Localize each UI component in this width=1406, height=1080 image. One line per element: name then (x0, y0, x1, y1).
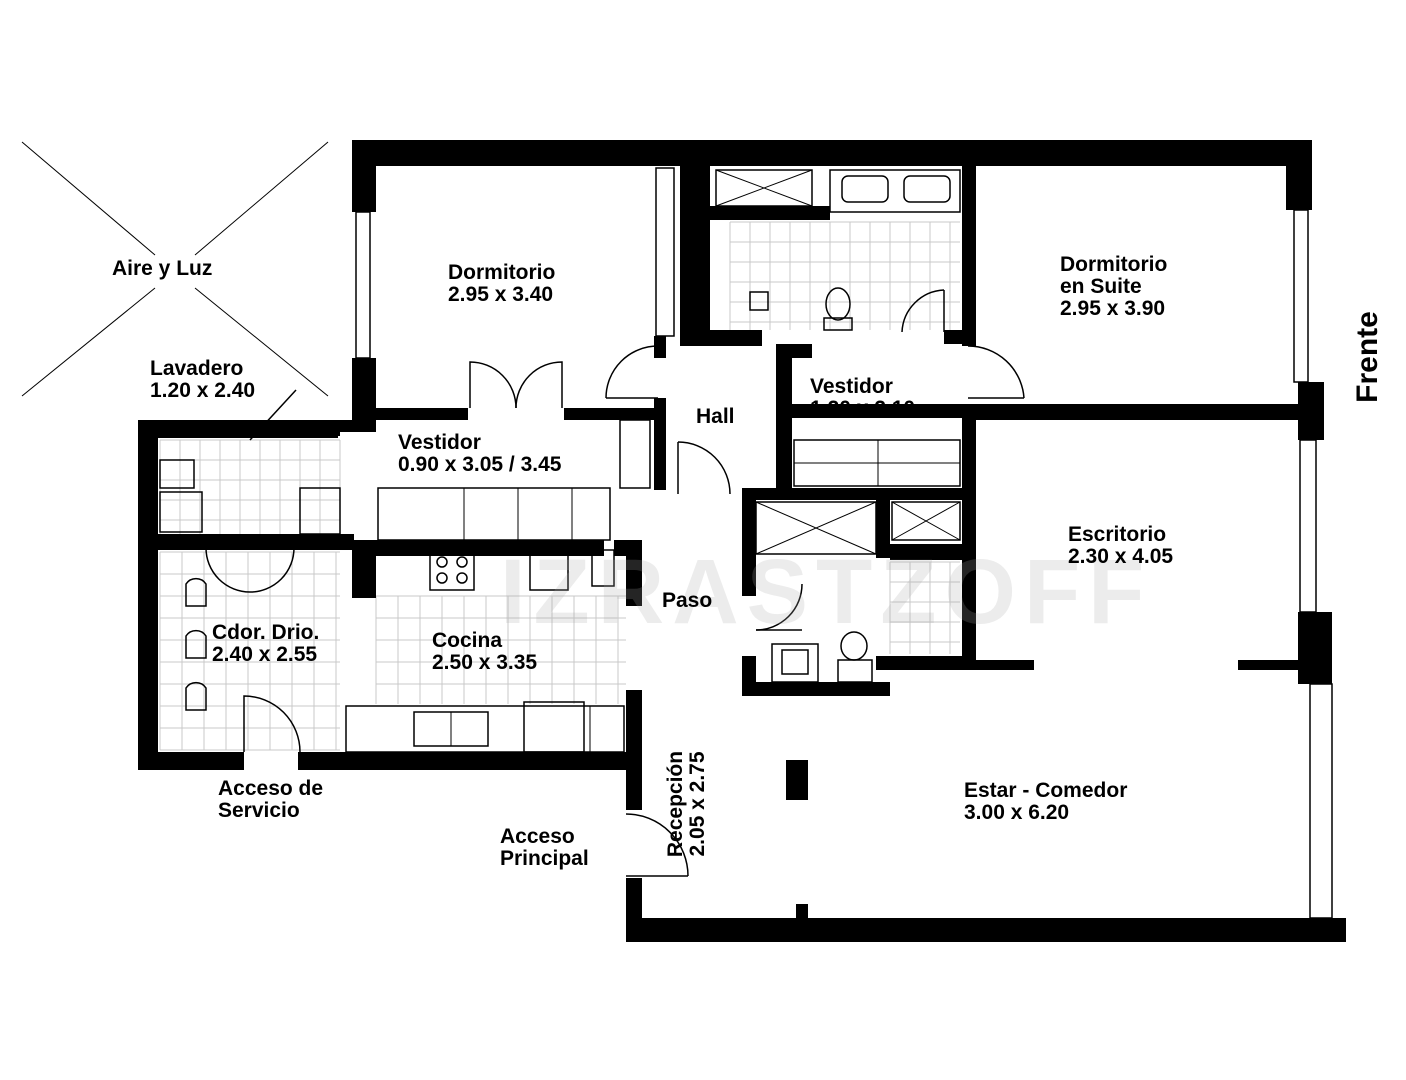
room-name: Vestidor (398, 431, 481, 454)
room-name: Dormitorio (1060, 253, 1168, 276)
room-size: 3.00 x 6.20 (964, 801, 1070, 824)
room-name: Dormitorio (448, 261, 556, 284)
room-cdor-drio: Cdor. Drio. 2.40 x 2.55 (212, 622, 319, 666)
room-hall: Hall (696, 406, 735, 428)
room-name: Cocina (432, 629, 503, 652)
room-size: 1.20 x 2.10 (810, 397, 916, 420)
room-dormitorio: Dormitorio 2.95 x 3.40 (448, 262, 555, 306)
room-escritorio: Escritorio 2.30 x 4.05 (1068, 524, 1173, 568)
room-size: 2.05 x 2.75 (686, 751, 709, 857)
room-dormitorio-suite: Dormitorio en Suite 2.95 x 3.90 (1060, 254, 1167, 320)
watermark: IZRASTZOFF (500, 541, 1153, 643)
room-vestidor-2: Vestidor 1.20 x 2.10 (810, 376, 915, 420)
interior-walls (138, 166, 1300, 920)
acceso-servicio-label: Acceso de Servicio (218, 778, 323, 822)
room-name: Paso (662, 589, 713, 612)
room-estar-comedor: Estar - Comedor 3.00 x 6.20 (964, 780, 1127, 824)
room-size: 2.30 x 4.05 (1068, 545, 1174, 568)
room-size: 2.95 x 3.90 (1060, 297, 1166, 320)
room-name: Hall (696, 405, 735, 428)
room-recepcion: Recepción 2.05 x 2.75 (664, 729, 709, 879)
room-name: Recepción (664, 750, 687, 858)
room-name: Escritorio (1068, 523, 1167, 546)
access-line1: Acceso (500, 825, 575, 848)
room-size: 0.90 x 3.05 / 3.45 (398, 453, 562, 476)
room-name: Cdor. Drio. (212, 621, 320, 644)
access-line2: Servicio (218, 799, 300, 822)
room-name: Vestidor (810, 375, 893, 398)
room-size: 1.20 x 2.40 (150, 379, 256, 402)
room-name-line2: en Suite (1060, 275, 1142, 298)
acceso-principal-label: Acceso Principal (500, 826, 589, 870)
room-size: 2.50 x 3.35 (432, 651, 538, 674)
aire-y-luz-label: Aire y Luz (112, 258, 212, 280)
room-size: 2.95 x 3.40 (448, 283, 554, 306)
room-name: Estar - Comedor (964, 779, 1128, 802)
room-paso: Paso (662, 590, 712, 612)
access-line2: Principal (500, 847, 589, 870)
room-lavadero: Lavadero 1.20 x 2.40 (150, 358, 255, 402)
frente-label: Frente (1350, 311, 1384, 403)
fixtures (159, 169, 961, 753)
room-cocina: Cocina 2.50 x 3.35 (432, 630, 537, 674)
light-well-cross (21, 141, 329, 397)
access-line1: Acceso de (218, 777, 324, 800)
doors (205, 289, 1025, 877)
room-size: 2.40 x 2.55 (212, 643, 318, 666)
aire-y-luz-text: Aire y Luz (112, 257, 213, 280)
exterior-walls (138, 140, 1346, 942)
room-vestidor-1: Vestidor 0.90 x 3.05 / 3.45 (398, 432, 561, 476)
room-name: Lavadero (150, 357, 244, 380)
